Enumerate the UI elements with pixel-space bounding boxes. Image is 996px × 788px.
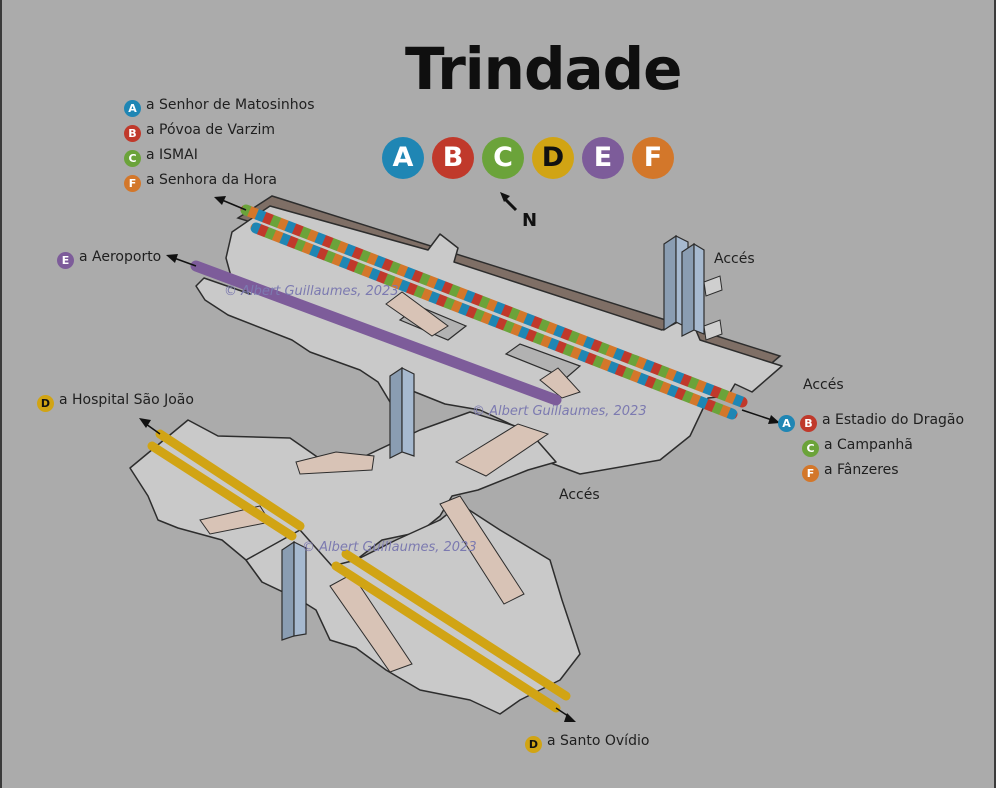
upper-level [166, 195, 783, 475]
upper-stair-east [539, 367, 581, 399]
arrowhead-santo-ovidio [564, 713, 576, 722]
line-dot-e: E [57, 252, 74, 269]
frame-left-edge [0, 0, 2, 788]
arrow-to-dragao [741, 409, 773, 421]
dest-label: a Senhor de Matosinhos [146, 97, 315, 113]
elevator-center [389, 366, 415, 459]
track-d-south-2 [341, 549, 571, 701]
line-dot-b: B [800, 415, 817, 432]
elevator-upper-right [663, 234, 723, 341]
line-dot-c: C [124, 150, 141, 167]
arrowhead-hospital [139, 418, 151, 428]
upper-platform-opening-east [504, 343, 582, 379]
line-badge-d: D [532, 137, 574, 179]
arrow-to-matosinhos [221, 199, 247, 211]
dest-label: a ISMAI [146, 147, 198, 163]
lower-stair-4 [439, 495, 525, 605]
dest-label: a Senhora da Hora [146, 172, 277, 188]
line-dot-b: B [124, 125, 141, 142]
arrow-to-santo-ovidio [555, 707, 569, 717]
line-badge-b: B [432, 137, 474, 179]
dest-label: a Póvoa de Varzim [146, 122, 276, 138]
line-dot-c: C [802, 440, 819, 457]
watermark-3: © Albert Guillaumes, 2023 [302, 540, 477, 555]
track-e [190, 260, 562, 406]
dest-label: a Hospital São João [59, 392, 194, 408]
arrowhead-aeroporto [166, 254, 178, 263]
dest-label: a Campanhã [824, 437, 913, 453]
watermark-1: © Albert Guillaumes, 2023 [224, 284, 399, 299]
track-d-west [155, 429, 305, 531]
track-d-west-2 [147, 441, 297, 541]
station-title: Trindade [405, 35, 682, 103]
lower-level [129, 366, 581, 722]
line-badge-a: A [382, 137, 424, 179]
north-label: N [522, 210, 538, 231]
access-label-ne: Accés [714, 251, 755, 267]
line-dot-a: A [778, 415, 795, 432]
lower-stair-1 [295, 451, 375, 475]
line-badge-c: C [482, 137, 524, 179]
north-arrow-icon [500, 192, 518, 212]
dest-label: a Santo Ovídio [547, 733, 650, 749]
arrow-to-aeroporto [173, 257, 197, 267]
line-badge-e: E [582, 137, 624, 179]
lower-stair-5 [329, 573, 413, 673]
lower-stair-2 [454, 423, 550, 477]
arrowhead-dragao [768, 415, 780, 424]
access-label-e: Accés [803, 377, 844, 393]
dest-label: a Estadio do Dragão [822, 412, 965, 428]
dest-label: a Fânzeres [824, 462, 899, 478]
upper-stair-west [385, 291, 449, 337]
access-label-s: Accés [559, 487, 600, 503]
watermark-2: © Albert Guillaumes, 2023 [472, 404, 647, 419]
line-dot-f: F [802, 465, 819, 482]
line-badge-f: F [632, 137, 674, 179]
line-dot-a: A [124, 100, 141, 117]
track-abcf-north [240, 204, 748, 408]
line-dot-d: D [525, 736, 542, 753]
line-dot-d: D [37, 395, 54, 412]
track-abcf-south [250, 222, 738, 420]
arrow-to-hospital [145, 423, 161, 435]
line-dot-f: F [124, 175, 141, 192]
track-d-south [331, 561, 561, 713]
frame-right-edge [994, 0, 996, 788]
arrowhead-matosinhos [214, 196, 226, 205]
dest-label: a Aeroporto [79, 249, 162, 265]
elevator-lower [281, 540, 307, 641]
